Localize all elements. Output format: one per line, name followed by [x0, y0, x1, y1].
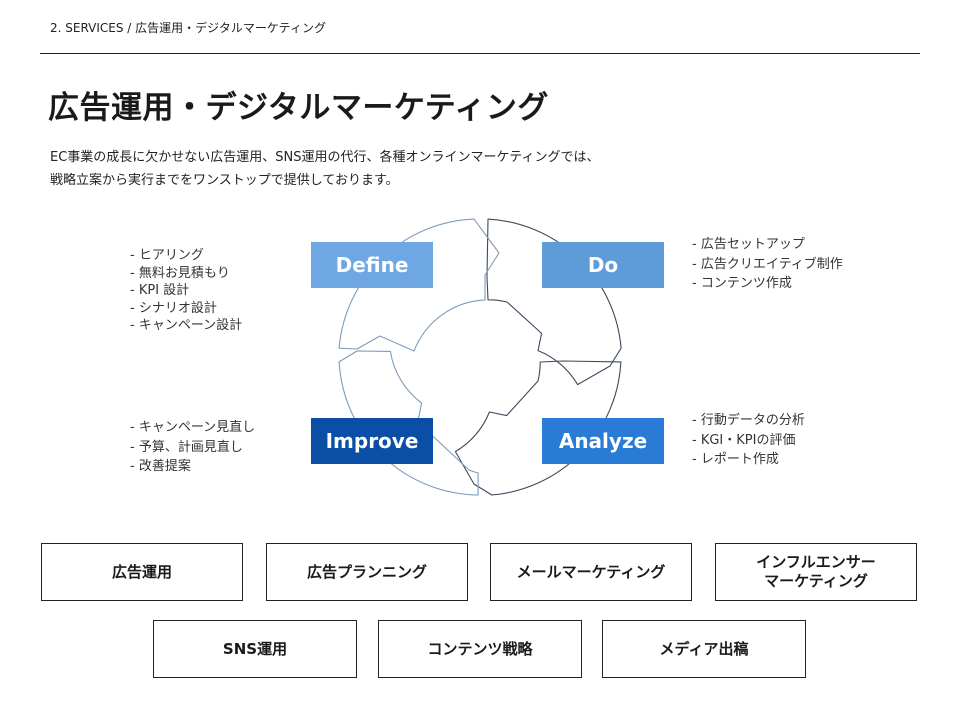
service-sns-operation: SNS運用	[153, 620, 357, 678]
service-ad-planning: 広告プランニング	[266, 543, 468, 601]
improve-task-list: キャンペーン見直し 予算、計画見直し 改善提案	[130, 418, 255, 477]
do-task-list: 広告セットアップ 広告クリエイティブ制作 コンテンツ作成	[692, 235, 843, 294]
define-task-list: ヒアリング 無料お見積もり KPI 設計 シナリオ設計 キャンペーン設計	[130, 247, 242, 335]
task-item: コンテンツ作成	[692, 274, 843, 294]
task-item: ヒアリング	[130, 247, 242, 265]
page-title: 広告運用・デジタルマーケティング	[48, 90, 549, 126]
task-item: 改善提案	[130, 457, 255, 477]
stage-do-box: Do	[542, 242, 664, 288]
lead-text: EC事業の成長に欠かせない広告運用、SNS運用の代行、各種オンラインマーケティン…	[50, 146, 599, 192]
header-divider	[40, 53, 920, 54]
service-influencer-marketing: インフルエンサー マーケティング	[715, 543, 917, 601]
task-item: キャンペーン設計	[130, 317, 242, 335]
service-email-marketing: メールマーケティング	[490, 543, 692, 601]
task-item: KGI・KPIの評価	[692, 431, 805, 451]
stage-improve-box: Improve	[311, 418, 433, 464]
service-content-strategy: コンテンツ戦略	[378, 620, 582, 678]
task-item: 無料お見積もり	[130, 265, 242, 283]
task-item: KPI 設計	[130, 282, 242, 300]
stage-analyze-box: Analyze	[542, 418, 664, 464]
ring-segment-improve	[338, 350, 479, 496]
task-item: レポート作成	[692, 450, 805, 470]
analyze-task-list: 行動データの分析 KGI・KPIの評価 レポート作成	[692, 411, 805, 470]
task-item: 広告セットアップ	[692, 235, 843, 255]
lead-line: 戦略立案から実行までをワンストップで提供しております。	[50, 173, 399, 188]
task-item: シナリオ設計	[130, 300, 242, 318]
task-item: 行動データの分析	[692, 411, 805, 431]
lead-line: EC事業の成長に欠かせない広告運用、SNS運用の代行、各種オンラインマーケティン…	[50, 150, 600, 165]
service-ad-operation: 広告運用	[41, 543, 243, 601]
ring-segment-define	[338, 218, 500, 352]
breadcrumb: 2. SERVICES / 広告運用・デジタルマーケティング	[50, 21, 326, 35]
service-media-placement: メディア出稿	[602, 620, 806, 678]
task-item: 予算、計画見直し	[130, 438, 255, 458]
task-item: 広告クリエイティブ制作	[692, 255, 843, 275]
stage-define-box: Define	[311, 242, 433, 288]
ring-segment-do	[486, 218, 622, 386]
task-item: キャンペーン見直し	[130, 418, 255, 438]
